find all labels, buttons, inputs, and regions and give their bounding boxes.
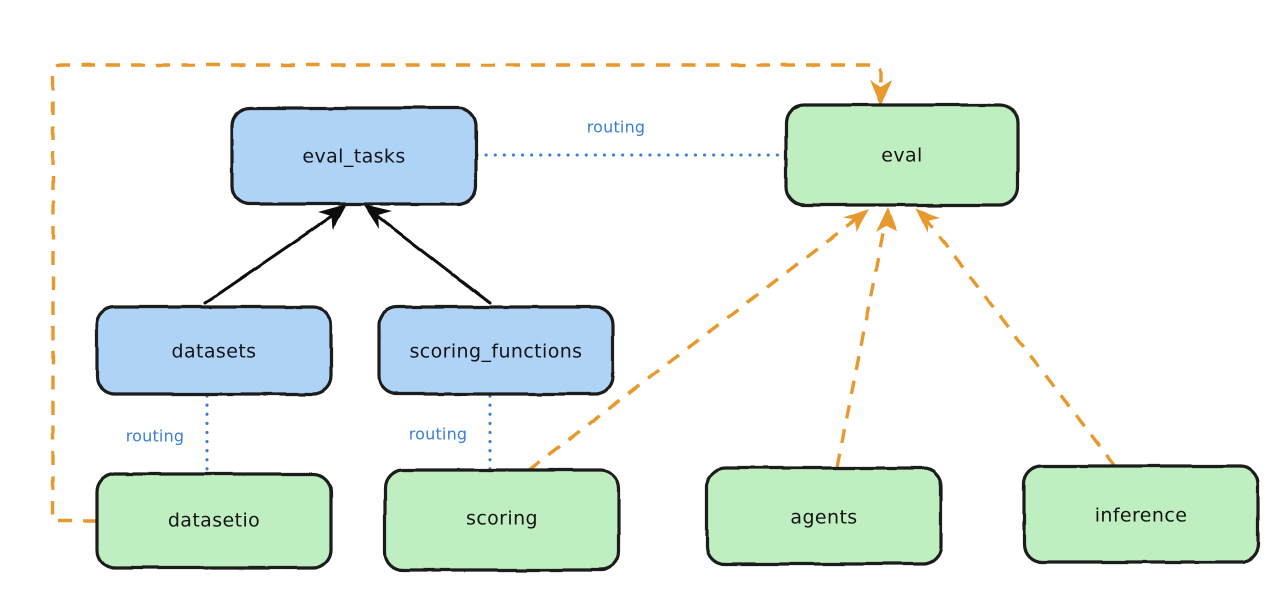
node-scoring[interactable]: scoring bbox=[383, 468, 621, 572]
node-inference[interactable]: inference bbox=[1022, 464, 1260, 564]
node-datasets-shape bbox=[95, 305, 333, 396]
arrowhead-inference-eval bbox=[916, 209, 940, 233]
edge-scoring-functions-to-eval-tasks bbox=[363, 204, 492, 305]
edge-path-datasets-eval-tasks bbox=[203, 210, 340, 305]
edge-path-scoring-eval bbox=[527, 214, 862, 472]
node-datasetio[interactable]: datasetio bbox=[95, 472, 333, 570]
node-eval-tasks-label: eval_tasks bbox=[302, 146, 405, 168]
arrowhead-datasetio-eval bbox=[870, 80, 892, 106]
edge-label-routing-datasets-datasetio: routing bbox=[126, 427, 185, 446]
node-eval-tasks[interactable]: eval_tasks bbox=[230, 106, 478, 206]
arrowhead-scoring-eval bbox=[843, 209, 869, 232]
node-datasets[interactable]: datasets bbox=[95, 305, 333, 396]
edge-datasets-to-eval-tasks bbox=[203, 204, 347, 305]
edge-agents-to-eval bbox=[835, 207, 897, 469]
node-inference-shape bbox=[1022, 464, 1260, 564]
node-scoring-shape bbox=[383, 468, 621, 572]
edge-scoring-to-eval bbox=[527, 209, 869, 472]
edge-layer bbox=[51, 63, 1117, 523]
node-eval-tasks-shape bbox=[230, 106, 478, 206]
node-datasetio-label: datasetio bbox=[168, 510, 260, 532]
edge-datasetio-to-eval bbox=[51, 63, 892, 523]
edge-path-datasetio-eval bbox=[51, 63, 883, 523]
edge-label-layer: routing routing routing bbox=[126, 118, 646, 446]
node-eval-shape bbox=[784, 103, 1020, 207]
node-inference-label: inference bbox=[1095, 505, 1188, 527]
node-datasetio-shape bbox=[95, 472, 333, 570]
node-eval-label: eval bbox=[881, 145, 922, 167]
edge-path-inference-eval bbox=[923, 216, 1117, 468]
node-scoring-label: scoring bbox=[466, 508, 538, 530]
arrowhead-agents-eval bbox=[876, 207, 897, 232]
node-scoring-functions-label: scoring_functions bbox=[410, 341, 583, 363]
node-datasets-label: datasets bbox=[172, 341, 257, 363]
node-agents[interactable]: agents bbox=[705, 466, 943, 566]
edge-label-routing-scoring-functions-scoring: routing bbox=[409, 425, 468, 444]
node-agents-label: agents bbox=[790, 507, 857, 529]
node-agents-shape bbox=[705, 466, 943, 566]
edge-label-routing-eval-tasks-eval: routing bbox=[587, 118, 646, 137]
node-scoring-functions-shape bbox=[377, 305, 615, 396]
edge-inference-to-eval bbox=[916, 209, 1117, 468]
node-scoring-functions[interactable]: scoring_functions bbox=[377, 305, 615, 396]
arrowhead-scoring-functions-eval-tasks bbox=[363, 204, 392, 229]
arrowhead-datasets-eval-tasks bbox=[318, 204, 347, 230]
node-eval[interactable]: eval bbox=[784, 103, 1020, 207]
edge-path-agents-eval bbox=[835, 217, 888, 469]
edge-path-scoring-functions-eval-tasks bbox=[370, 210, 492, 305]
node-layer: eval_tasks eval datasets scoring_functio… bbox=[95, 103, 1260, 572]
